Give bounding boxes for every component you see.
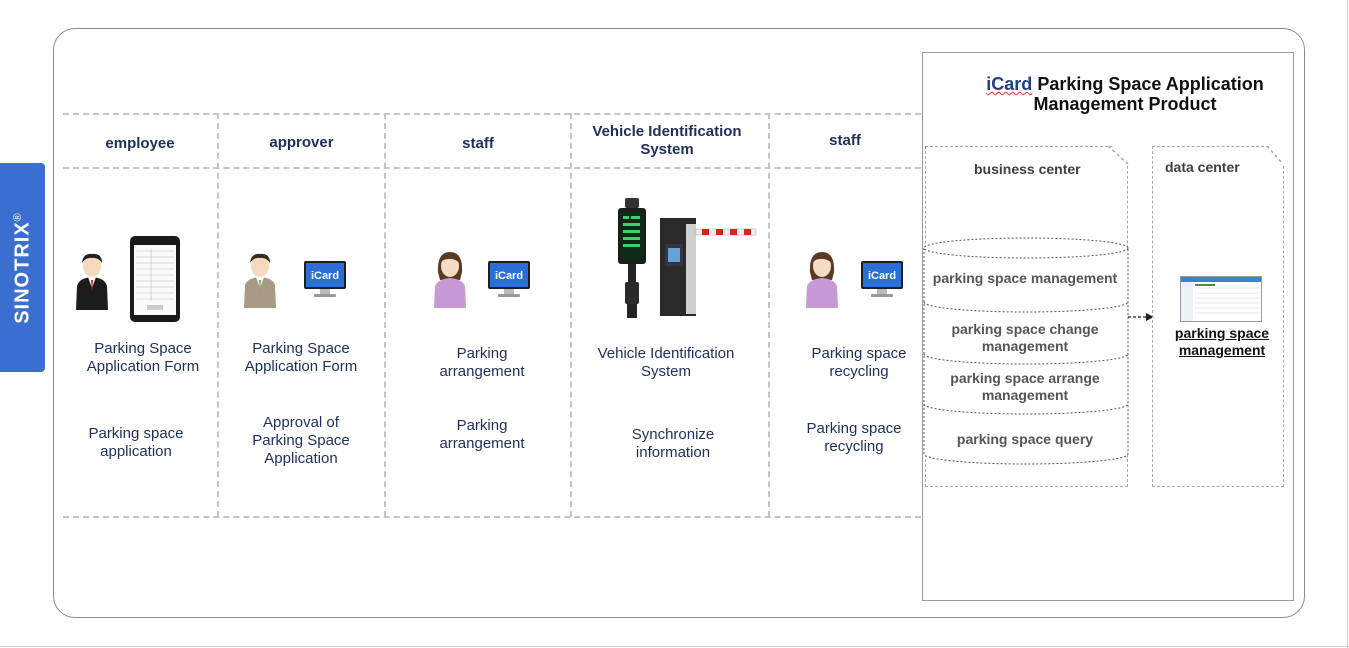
svg-text:iCard: iCard	[311, 270, 339, 282]
data-center-corner	[1267, 146, 1284, 165]
lane-divider	[384, 113, 386, 517]
employee-person-icon	[76, 253, 108, 310]
lane-caption-approver: Parking Space Application Form	[244, 340, 358, 375]
product-title-line2: Management Product	[1033, 94, 1217, 114]
product-title-brand: iCard	[986, 74, 1033, 94]
data-center-label: data center	[1165, 159, 1240, 175]
lane-caption-staff-recycling: Parking space recycling	[811, 345, 907, 380]
module-parking-space-management: parking space management	[932, 270, 1118, 286]
product-title: iCard Parking Space Application Manageme…	[960, 74, 1290, 114]
page-edge	[1347, 0, 1348, 648]
brand-tab: SINOTRIX®	[0, 163, 45, 372]
business-center-label: business center	[974, 161, 1081, 177]
svg-text:iCard: iCard	[868, 270, 896, 282]
business-module-stack	[923, 237, 1129, 465]
data-center-item: parking space management	[1174, 325, 1270, 358]
business-center-corner	[1108, 146, 1129, 165]
data-screenshot-thumbnail	[1180, 276, 1262, 322]
module-parking-space-arrange: parking space arrange management	[950, 370, 1100, 403]
phone-form-icon	[130, 236, 180, 322]
lane-divider	[768, 113, 770, 517]
module-parking-space-query: parking space query	[956, 431, 1094, 447]
approver-person-icon	[244, 253, 276, 308]
lane-action-employee: Parking space application	[88, 425, 184, 460]
lane-header-staff-recycling: staff	[829, 132, 861, 149]
lane-action-staff-recycling: Parking space recycling	[806, 420, 902, 455]
barrier-gate-icon	[618, 198, 757, 318]
lane-header-vehicle-system: Vehicle Identification System	[592, 123, 742, 158]
lane-caption-vehicle-system: Vehicle Identification System	[597, 345, 735, 380]
icard-monitor-icon: iCard	[304, 261, 346, 297]
lane-header-employee: employee	[105, 135, 175, 152]
lane-header-staff: staff	[462, 135, 494, 152]
brand-logo: SINOTRIX®	[11, 211, 33, 324]
lane-caption-employee: Parking Space Application Form	[86, 340, 200, 375]
lane-divider	[570, 113, 572, 517]
icard-monitor-icon: iCard	[861, 261, 903, 297]
icard-monitor-icon: iCard	[488, 261, 530, 297]
lane-action-vehicle-system: Synchronize information	[631, 426, 715, 461]
lane-caption-staff: Parking arrangement	[439, 345, 525, 380]
product-title-rest: Parking Space Application	[1037, 74, 1264, 94]
outer-frame	[53, 28, 1305, 618]
sync-arrow-icon	[1128, 313, 1154, 321]
staff-person-icon	[806, 252, 838, 308]
lane-divider	[217, 113, 219, 517]
lane-action-staff: Parking arrangement	[439, 417, 525, 452]
lane-top-border	[63, 113, 921, 115]
lane-header-divider	[63, 167, 921, 169]
svg-text:iCard: iCard	[495, 270, 523, 282]
lane-bottom-border	[63, 516, 921, 518]
module-parking-space-change: parking space change management	[951, 321, 1099, 354]
page-edge	[0, 646, 1349, 647]
staff-person-icon	[434, 252, 466, 308]
lane-action-approver: Approval of Parking Space Application	[252, 414, 350, 467]
lane-header-approver: approver	[269, 134, 334, 151]
data-center-box	[1152, 146, 1284, 487]
